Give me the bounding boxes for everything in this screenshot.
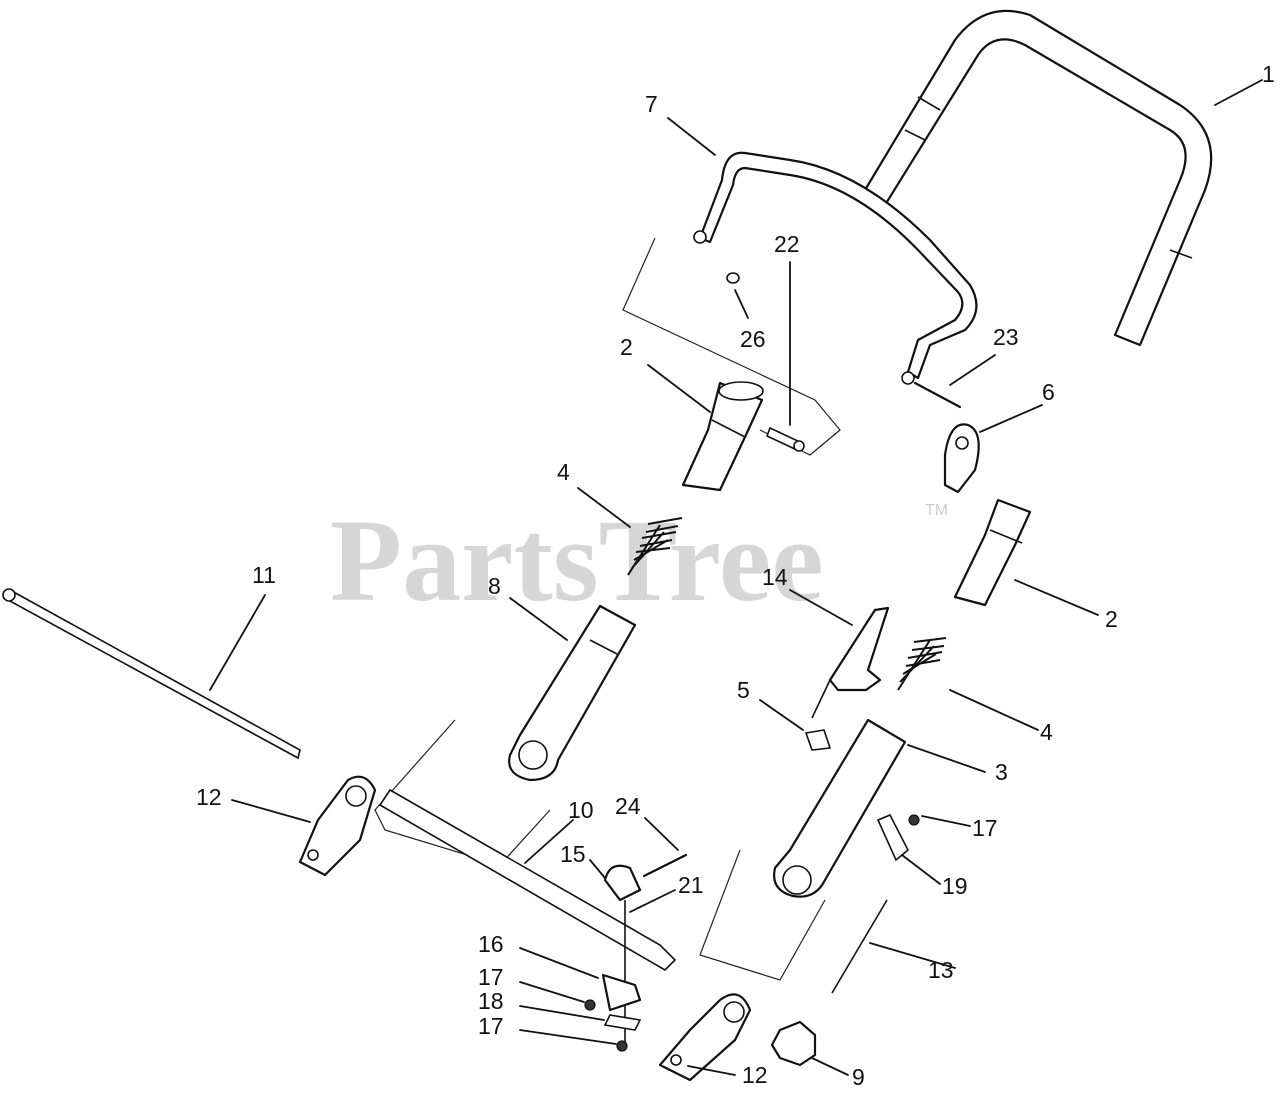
callout-8[interactable]: 8	[488, 573, 501, 599]
callout-5[interactable]: 5	[737, 677, 750, 703]
part-5-bolt[interactable]	[804, 729, 832, 751]
part-7-bail-bar[interactable]	[693, 151, 978, 380]
callout-3[interactable]: 3	[995, 759, 1008, 785]
part-23-pin[interactable]	[901, 371, 962, 409]
part-22-pin[interactable]	[765, 426, 805, 452]
callout-4-left[interactable]: 4	[557, 459, 570, 485]
part-2-right-tube[interactable]	[953, 498, 1032, 607]
callout-13[interactable]: 13	[928, 957, 954, 983]
callout-26[interactable]: 26	[740, 326, 766, 352]
callout-1[interactable]: 1	[1262, 61, 1275, 87]
callout-17-lower[interactable]: 17	[478, 1013, 504, 1039]
part-4-left-spring[interactable]	[627, 517, 683, 576]
part-10-axle-bar[interactable]	[378, 788, 677, 972]
callout-2-right[interactable]: 2	[1105, 606, 1118, 632]
callout-17-right[interactable]: 17	[972, 815, 998, 841]
leader-lines	[209, 79, 1263, 1076]
callout-16[interactable]: 16	[478, 931, 504, 957]
part-15-clip[interactable]	[603, 864, 642, 902]
callout-18[interactable]: 18	[478, 988, 504, 1014]
part-14-latch-plate[interactable]	[811, 606, 890, 719]
callout-19[interactable]: 19	[942, 873, 968, 899]
part-8-lower-handle-left[interactable]	[508, 604, 637, 782]
part-18-washer[interactable]	[603, 1014, 642, 1031]
callout-14[interactable]: 14	[762, 564, 788, 590]
part-4-right-spring[interactable]	[897, 637, 947, 691]
callout-10[interactable]: 10	[568, 797, 594, 823]
watermark-text: PartsTree	[330, 495, 824, 626]
part-13-cable[interactable]	[831, 899, 888, 994]
part-16-bracket[interactable]	[601, 973, 642, 1012]
callout-24[interactable]: 24	[615, 793, 641, 819]
part-19-link-arm[interactable]	[876, 813, 910, 862]
part-9-knob[interactable]	[770, 1020, 817, 1067]
part-3-lower-handle-right[interactable]	[773, 718, 907, 898]
callout-21[interactable]: 21	[678, 872, 704, 898]
callout-12-lower[interactable]: 12	[742, 1062, 768, 1088]
callout-12-left[interactable]: 12	[196, 784, 222, 810]
guide-lines-left	[374, 719, 551, 866]
part-2-left-tube[interactable]	[681, 381, 764, 492]
part-11-rod[interactable]	[2, 588, 301, 760]
part-1-upper-handle[interactable]	[860, 9, 1213, 347]
callout-23[interactable]: 23	[993, 324, 1019, 350]
part-12-wheel-bracket-lower[interactable]	[658, 993, 752, 1082]
callout-7[interactable]: 7	[645, 91, 658, 117]
callout-22[interactable]: 22	[774, 231, 800, 257]
callout-labels: 1 7 22 26 2 23 6 4 11 8 14 2 5 4 3 12 10…	[196, 61, 1275, 1090]
watermark-trademark: TM	[925, 502, 948, 519]
part-17-nut-left-upper[interactable]	[584, 999, 596, 1011]
watermark: PartsTree TM	[330, 495, 948, 626]
guide-lines-right	[699, 849, 826, 981]
callout-4-right[interactable]: 4	[1040, 719, 1053, 745]
callout-6[interactable]: 6	[1042, 379, 1055, 405]
part-6-latch[interactable]	[943, 423, 980, 494]
callout-2-upper[interactable]: 2	[620, 334, 633, 360]
callout-17-upper[interactable]: 17	[478, 964, 504, 990]
callout-11[interactable]: 11	[252, 562, 276, 588]
part-17-nut-right[interactable]	[908, 814, 920, 826]
callout-15[interactable]: 15	[560, 841, 586, 867]
part-24-bolt[interactable]	[642, 853, 688, 878]
part-12-wheel-bracket-left[interactable]	[298, 775, 377, 877]
part-17-nut-left-lower[interactable]	[616, 1040, 628, 1052]
part-26-ring[interactable]	[726, 272, 740, 284]
callout-9[interactable]: 9	[852, 1064, 865, 1090]
